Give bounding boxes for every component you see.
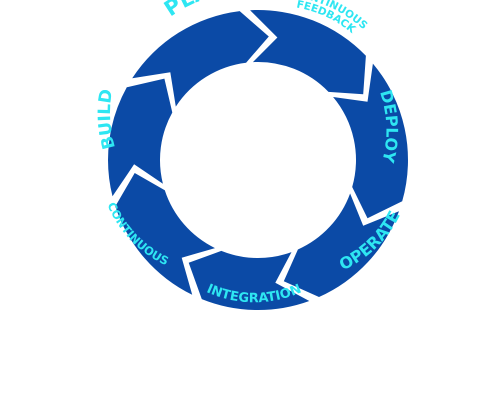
segment-plan bbox=[132, 11, 269, 107]
segment-build bbox=[108, 78, 173, 197]
segment-integration bbox=[188, 250, 310, 311]
cycle-segments bbox=[108, 9, 408, 311]
segment-deploy bbox=[333, 63, 408, 219]
segment-continuous bbox=[115, 173, 215, 295]
segment-operate bbox=[283, 193, 399, 297]
segment-continuous-feedback bbox=[250, 9, 366, 95]
